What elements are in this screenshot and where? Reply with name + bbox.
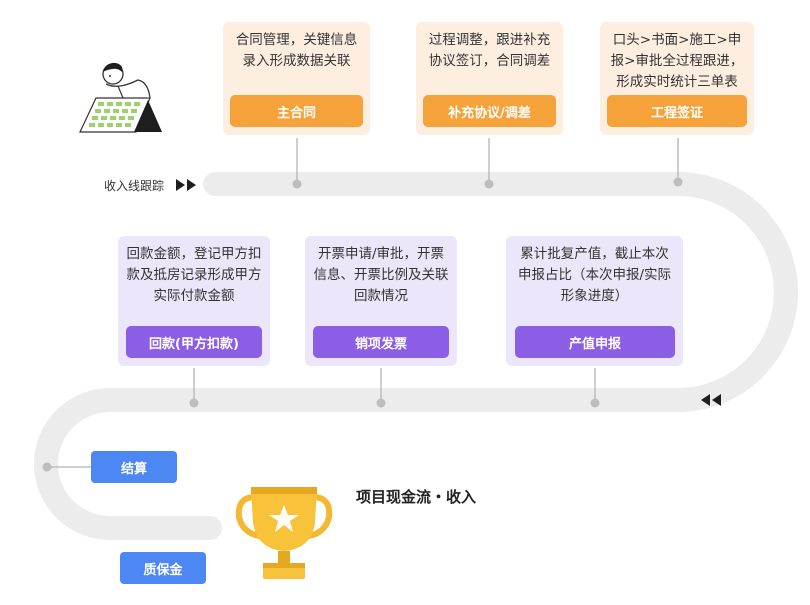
card-description: 开票申请/审批，开票信息、开票比例及关联回款情况 [313, 246, 449, 304]
card-payment: 回款金额，登记甲方扣款及抵房记录形成甲方实际付款金额 回款(甲方扣款) [118, 236, 270, 366]
card-supplement: 过程调整，跟进补充协议签订，合同调差 补充协议/调差 [416, 22, 563, 135]
card-visa: 口头>书面>施工>申报>审批全过程跟进，形成实时统计三单表 工程签证 [600, 22, 754, 135]
card-output-value: 累计批复产值，截止本次申报占比（本次申报/实际形象进度） 产值申报 [506, 236, 683, 366]
footer-title: 项目现金流・收入 [356, 488, 477, 506]
card-description: 累计批复产值，截止本次申报占比（本次申报/实际形象进度） [517, 246, 672, 304]
supplement-button[interactable]: 补充协议/调差 [423, 95, 556, 127]
output-value-button[interactable]: 产值申报 [515, 326, 675, 358]
card-description: 过程调整，跟进补充协议签订，合同调差 [428, 32, 551, 69]
person-at-desk-illustration [79, 62, 162, 133]
card-invoice: 开票申请/审批，开票信息、开票比例及关联回款情况 销项发票 [305, 236, 457, 366]
invoice-button[interactable]: 销项发票 [313, 326, 449, 358]
track-label: 收入线跟踪 [104, 179, 165, 193]
double-arrow-right-icon [176, 179, 196, 191]
payment-button[interactable]: 回款(甲方扣款) [126, 326, 262, 358]
card-description: 口头>书面>施工>申报>审批全过程跟进，形成实时统计三单表 [610, 32, 744, 90]
main-contract-button[interactable]: 主合同 [230, 95, 363, 127]
visa-button[interactable]: 工程签证 [607, 95, 747, 127]
card-description: 合同管理，关键信息录入形成数据关联 [235, 32, 358, 69]
card-main-contract: 合同管理，关键信息录入形成数据关联 主合同 [223, 22, 370, 135]
warranty-button[interactable]: 质保金 [120, 552, 206, 584]
double-arrow-left-icon [701, 394, 721, 406]
settlement-button[interactable]: 结算 [91, 451, 177, 483]
card-description: 回款金额，登记甲方扣款及抵房记录形成甲方实际付款金额 [126, 246, 262, 304]
trophy-icon [235, 487, 333, 579]
